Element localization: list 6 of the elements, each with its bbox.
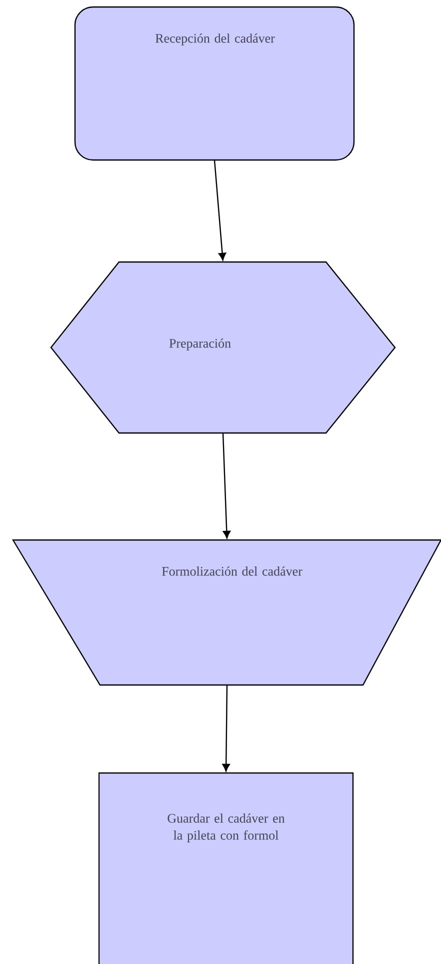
arrow bbox=[214, 160, 226, 261]
arrow bbox=[222, 433, 231, 538]
process-box: Guardar el cadáver en la pileta con formol bbox=[98, 772, 354, 964]
arrow bbox=[222, 685, 230, 772]
process-box: Recepción del cadáver bbox=[74, 6, 355, 161]
preparation-hexagon: Preparación bbox=[50, 261, 396, 434]
